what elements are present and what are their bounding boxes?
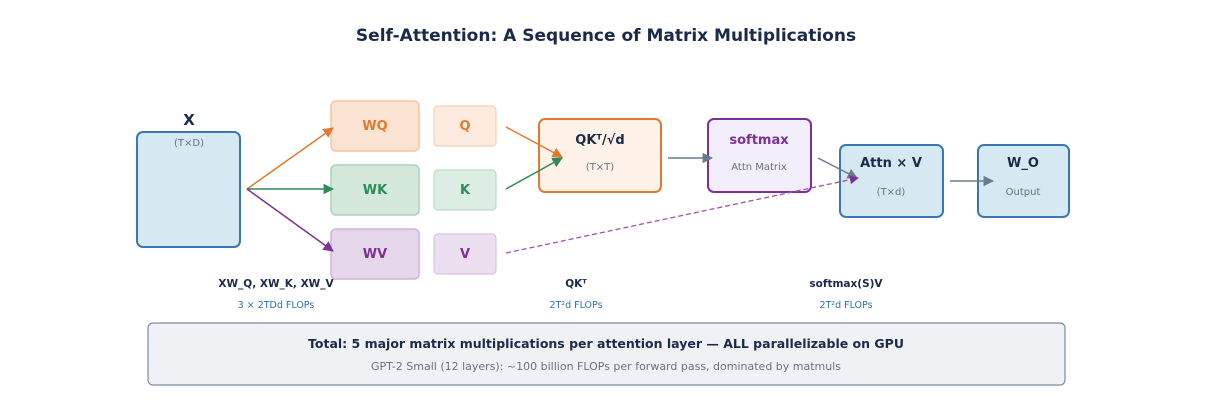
q-box: [433, 105, 497, 147]
scores-label: QKᵀ/√d: [575, 133, 624, 148]
v-box: [433, 233, 497, 275]
arrow-v-to-attnv: [505, 175, 859, 254]
arrow-x-to-wv: [246, 188, 334, 252]
v-label: V: [460, 247, 470, 262]
flops-projection-label: XW_Q, XW_K, XW_V: [218, 278, 334, 290]
attn-v-label: Attn × V: [860, 156, 922, 171]
softmax-label: softmax: [729, 133, 789, 148]
flops-weighted-sum-label: softmax(S)V: [809, 278, 883, 290]
x-matrix-label: X: [183, 111, 195, 129]
summary-main-text: Total: 5 major matrix multiplications pe…: [308, 336, 904, 351]
flops-weighted-sum-count: 2T²d FLOPs: [819, 300, 872, 311]
k-box: [433, 169, 497, 211]
arrow-q-to-scores: [505, 126, 563, 158]
x-matrix-shape: (T×D): [174, 138, 204, 149]
softmax-sub: Attn Matrix: [731, 162, 787, 173]
attn-v-box: [839, 144, 944, 218]
q-label: Q: [459, 119, 470, 134]
arrow-k-to-scores: [505, 157, 563, 190]
wk-label: WK: [363, 183, 388, 198]
scores-shape: (T×T): [586, 162, 614, 173]
scores-box: [538, 118, 662, 193]
wv-box: [330, 228, 420, 280]
flops-projection-count: 3 × 2TDd FLOPs: [238, 300, 315, 311]
wv-label: WV: [363, 247, 387, 262]
wq-label: WQ: [362, 119, 387, 134]
x-matrix-box: [136, 131, 241, 248]
softmax-box: [707, 118, 812, 193]
diagram-title: Self-Attention: A Sequence of Matrix Mul…: [356, 26, 856, 46]
flops-scores-count: 2T²d FLOPs: [549, 300, 602, 311]
attn-v-shape: (T×d): [877, 187, 906, 198]
wo-label: W_O: [1007, 156, 1039, 171]
wq-box: [330, 100, 420, 152]
summary-box: [147, 322, 1066, 386]
summary-sub-text: GPT-2 Small (12 layers): ~100 billion FL…: [371, 360, 841, 373]
flops-scores-label: QKᵀ: [565, 278, 587, 290]
wo-sub: Output: [1006, 187, 1041, 198]
k-label: K: [460, 183, 471, 198]
arrow-x-to-wq: [246, 127, 334, 190]
arrow-softmax-to-attnv: [817, 157, 858, 179]
